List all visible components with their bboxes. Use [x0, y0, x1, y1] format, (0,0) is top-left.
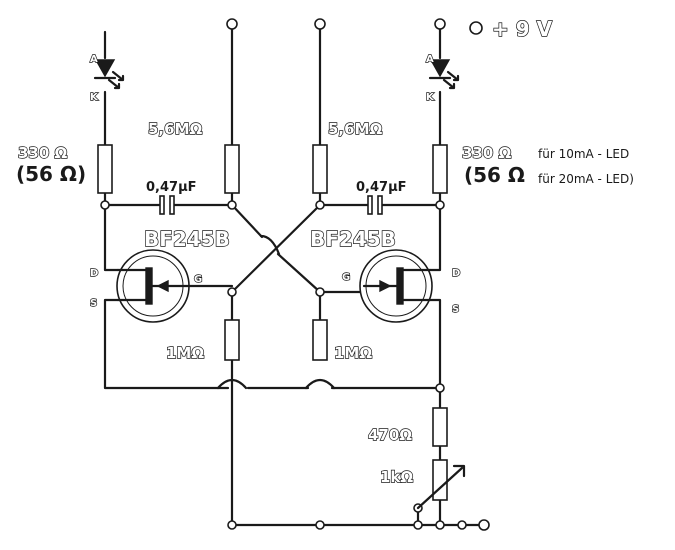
terminal-ground-out [478, 519, 490, 531]
led-left-cathode-label: K [90, 92, 99, 103]
junction-ground-1 [227, 520, 237, 530]
resistor-led-left-alt: (56 Ω) [16, 162, 86, 186]
junction-bus-right [435, 383, 445, 393]
junction-source-right [315, 287, 325, 297]
terminal-top-gate-left [226, 18, 238, 30]
junction-gate-right [315, 200, 325, 210]
transistor-left-type: BF245B [144, 227, 230, 251]
transistor-left-source: S [90, 298, 97, 309]
terminal-top-gate-right [314, 18, 326, 30]
transistor-left-gate: G [194, 274, 202, 285]
resistor-led-right-value: 330 Ω [462, 144, 512, 162]
resistor-led-left-value: 330 Ω [18, 144, 68, 162]
junction-source-left [227, 287, 237, 297]
terminal-supply [469, 21, 483, 35]
note-10ma: für 10mA - LED [538, 147, 629, 161]
junction-gate-left [227, 200, 237, 210]
resistor-470-value: 470Ω [368, 426, 412, 444]
capacitor-left [159, 195, 175, 215]
wire-crossovers [216, 234, 336, 390]
led-right-anode-label: A [426, 54, 434, 65]
resistor-led-left [97, 144, 113, 194]
junction-ground-4 [413, 520, 423, 530]
transistor-left-drain: D [90, 268, 98, 279]
resistor-led-right-alt: (56 Ω [464, 163, 525, 187]
supply-label: + 9 V [492, 17, 553, 41]
led-left-anode-label: A [90, 54, 98, 65]
potentiometer-value: 1kΩ [380, 468, 413, 486]
led-left: A K [89, 53, 125, 104]
capacitor-right [367, 195, 383, 215]
transistor-right-drain: D [452, 268, 460, 279]
junction-cap-left [100, 200, 110, 210]
led-right: A K [425, 53, 460, 104]
transistor-right-type: BF245B [310, 227, 396, 251]
resistor-source-right [312, 319, 328, 361]
resistor-source-right-value: 1MΩ [334, 344, 372, 362]
note-20ma: für 20mA - LED) [538, 172, 634, 186]
junction-ground-2 [315, 520, 325, 530]
transistor-right: BF245B D S G [309, 226, 461, 323]
capacitor-left-value: 0,47µF [146, 180, 197, 195]
terminal-top-right-led [434, 18, 446, 30]
junction-ground-6 [457, 520, 467, 530]
wiring [103, 24, 486, 527]
resistor-led-right [432, 144, 448, 194]
resistor-470 [432, 407, 448, 447]
resistor-source-left [224, 319, 240, 361]
potentiometer [416, 459, 466, 510]
resistor-gate-left-value: 5,6MΩ [148, 120, 202, 138]
terminals [100, 18, 490, 531]
junction-cap-right [435, 200, 445, 210]
led-right-cathode-label: K [426, 92, 435, 103]
transistor-right-source: S [452, 304, 459, 315]
transistor-right-gate: G [342, 272, 350, 283]
transistor-left: BF245B D S G [89, 226, 231, 323]
junction-ground-5 [435, 520, 445, 530]
resistor-gate-right-value: 5,6MΩ [328, 120, 382, 138]
resistor-gate-left [224, 144, 240, 194]
capacitor-right-value: 0,47µF [356, 180, 407, 195]
resistor-gate-right [312, 144, 328, 194]
resistor-source-left-value: 1MΩ [166, 344, 204, 362]
